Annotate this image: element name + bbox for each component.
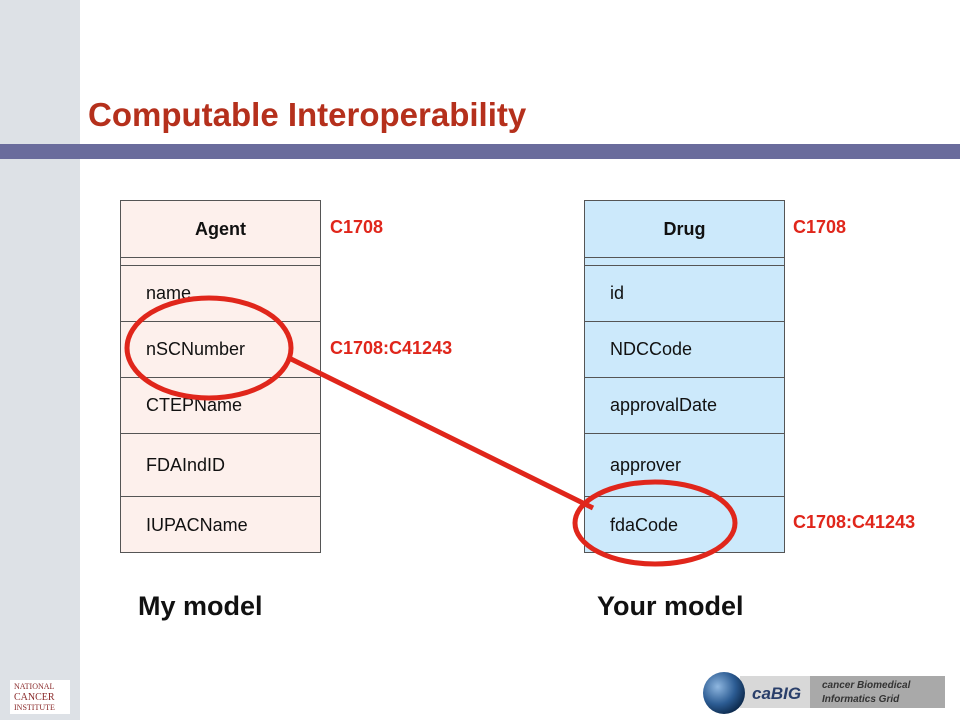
svg-text:INSTITUTE: INSTITUTE	[14, 703, 55, 712]
drug-attr-id: id	[585, 266, 784, 322]
agent-class-box: Agent name nSCNumber CTEPName FDAIndID I…	[120, 200, 321, 553]
slide-title: Computable Interoperability	[88, 96, 527, 133]
nci-logo: NATIONAL CANCER INSTITUTE	[10, 680, 70, 714]
agent-class-name: Agent	[121, 201, 320, 258]
drug-class-name: Drug	[585, 201, 784, 258]
agent-nscnumber-code: C1708:C41243	[330, 338, 453, 358]
agent-attr-fdaindid: FDAIndID	[121, 434, 320, 497]
mapping-connector-line	[287, 355, 595, 511]
drug-attr-ndccode: NDCCode	[585, 322, 784, 378]
svg-text:Informatics Grid: Informatics Grid	[822, 694, 900, 705]
drug-class-divider	[585, 257, 784, 266]
drug-fdacode-code: C1708:C41243	[793, 512, 916, 532]
your-model-caption: Your model	[597, 591, 744, 621]
svg-text:cancer Biomedical: cancer Biomedical	[822, 680, 911, 691]
drug-attr-fdacode: fdaCode	[610, 514, 679, 535]
agent-attr-iupacname: IUPACName	[146, 514, 248, 535]
agent-attr-name: name	[121, 266, 320, 322]
cabig-logo: caBIG cancer Biomedical Informatics Grid	[703, 672, 945, 714]
title-bar: 24	[0, 144, 960, 301]
drug-class-box: Drug id NDCCode approvalDate approver fd…	[584, 200, 785, 553]
left-sidebar	[0, 0, 80, 720]
my-model-caption: My model	[138, 591, 263, 621]
agent-class-code: C1708	[330, 217, 384, 237]
svg-text:NATIONAL: NATIONAL	[14, 682, 55, 691]
agent-attr-nscnumber: nSCNumber	[121, 322, 320, 378]
slide-number: 24	[938, 290, 950, 301]
drug-attr-approvaldate: approvalDate	[585, 378, 784, 434]
agent-class-divider	[121, 257, 320, 266]
svg-text:caBIG: caBIG	[752, 684, 801, 703]
drug-class-code: C1708	[793, 217, 847, 237]
agent-attr-ctepname: CTEPName	[121, 378, 320, 434]
drug-attr-approver: approver	[585, 434, 784, 497]
svg-text:CANCER: CANCER	[14, 692, 55, 703]
